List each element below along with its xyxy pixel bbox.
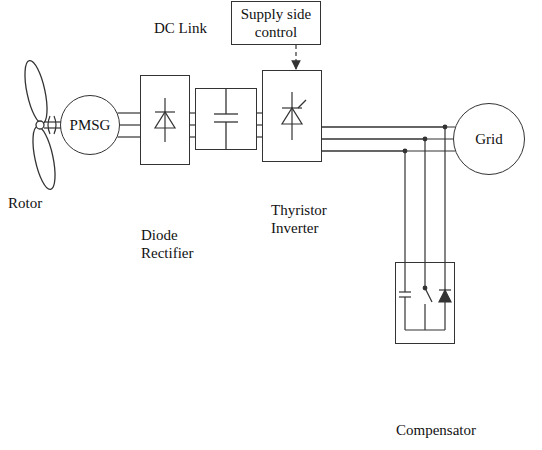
diode-symbol [155,98,175,142]
three-phase-line [117,113,140,137]
wire [322,127,445,262]
wire [322,151,405,262]
part-label: Rotor [8,194,68,212]
three-phase-line [322,125,447,262]
junction-dot [443,125,448,130]
shaft [44,116,61,134]
wire [120,124,140,125]
part-label: Diode Rectifier [141,226,221,262]
wire [117,136,140,137]
wire [117,112,140,113]
junction-dot [403,149,408,154]
rotor-blades [21,59,60,191]
dc-link-box: DC Link [195,88,257,150]
box-text: Grid [471,128,507,150]
compensator-box: Compensator [395,262,455,344]
control-box: Supply side control [231,1,321,45]
control-arrow [296,45,297,69]
thyristor-symbol [282,92,306,140]
inverter-box: Thyristor Inverter [262,70,322,162]
box-text: PMSG [66,114,115,136]
part-label: Compensator [396,421,526,439]
generator-circle: PMSG [60,95,120,155]
wire [295,45,296,69]
part-label: Thyristor Inverter [271,201,351,237]
compensator-symbols [399,263,451,330]
grid-circle: Grid [453,103,525,175]
rectifier-box: Diode Rectifier [140,75,190,165]
wire [322,139,425,262]
part-label: DC Link [154,19,244,37]
capacitor-symbol [214,89,238,149]
box-text: Supply side control [232,3,320,43]
junction-dot [423,137,428,142]
